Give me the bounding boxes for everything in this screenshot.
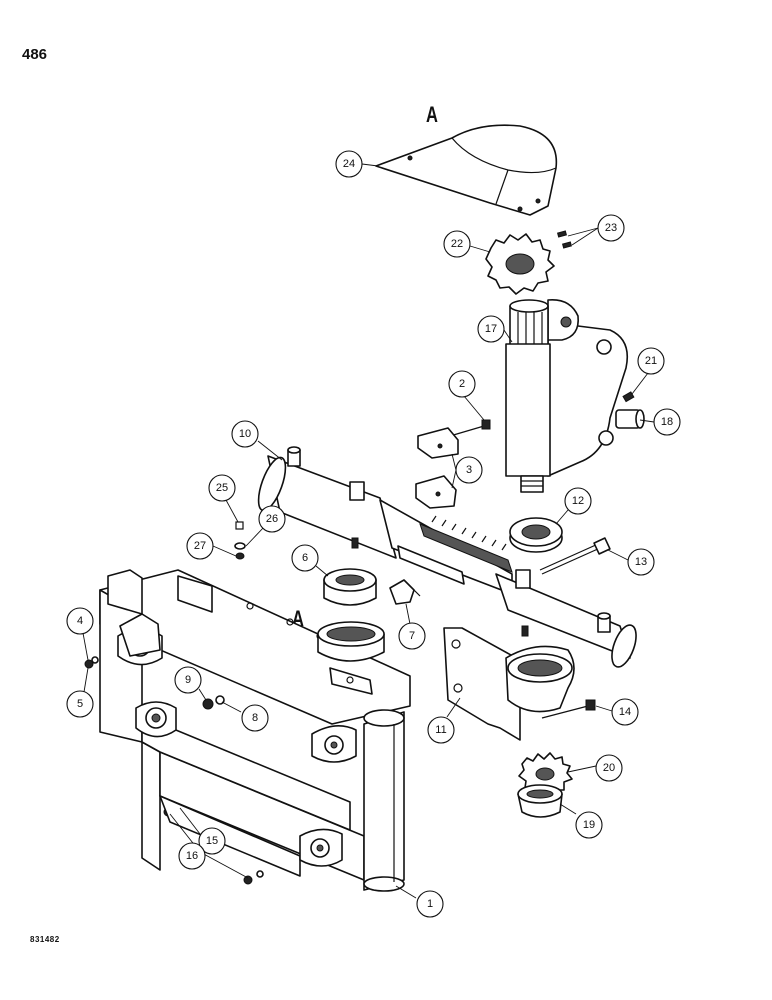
callout-3-label: 3 [466, 464, 472, 476]
callout-23: 23 [597, 214, 625, 242]
callout-14: 14 [611, 698, 639, 726]
callout-4-label: 4 [77, 615, 83, 627]
axle-frame-part [99, 569, 411, 892]
callout-27: 27 [186, 532, 214, 560]
callout-2: 2 [448, 370, 476, 398]
callout-5: 5 [66, 690, 94, 718]
callout-8: 8 [241, 704, 269, 732]
long-bolt-part [539, 537, 611, 575]
callout-24: 24 [335, 150, 363, 178]
cover-plate-part [375, 124, 558, 216]
nut-washer-mid-part [202, 695, 225, 710]
page-number: 486 [22, 46, 48, 63]
bearing-cup-part [323, 568, 377, 606]
callout-11-label: 11 [435, 724, 446, 736]
callout-11: 11 [427, 716, 455, 744]
callout-19-label: 19 [583, 819, 595, 831]
bracket-bolt-part [541, 699, 596, 719]
callout-4: 4 [66, 607, 94, 635]
callout-22: 22 [443, 230, 471, 258]
mounting-bracket-part [443, 627, 575, 741]
callout-27-label: 27 [194, 540, 206, 552]
clamp-lower-part [415, 475, 457, 509]
callout-25: 25 [208, 474, 236, 502]
callout-18-label: 18 [661, 416, 673, 428]
small-fittings-part [234, 521, 246, 560]
callout-1-label: 1 [427, 898, 433, 910]
upper-bearing-ring-part [317, 621, 385, 662]
callout-19: 19 [575, 811, 603, 839]
bushing-part [615, 409, 645, 429]
callout-13: 13 [627, 548, 655, 576]
pivot-shaft-part [505, 299, 629, 493]
hydraulic-fitting-part [389, 579, 421, 605]
callout-16-label: 16 [186, 850, 198, 862]
callout-15-label: 15 [206, 835, 218, 847]
callout-15: 15 [198, 827, 226, 855]
callout-10: 10 [231, 420, 259, 448]
callout-23-label: 23 [605, 222, 617, 234]
callout-21-label: 21 [645, 355, 657, 367]
callout-17: 17 [477, 315, 505, 343]
callout-13-label: 13 [635, 556, 647, 568]
leader-lines [82, 163, 655, 899]
grease-fitting-part [622, 391, 635, 403]
clamp-upper-part [417, 427, 459, 459]
callout-7-label: 7 [409, 630, 415, 642]
callout-9: 9 [174, 666, 202, 694]
callout-12-label: 12 [572, 495, 584, 507]
callout-8-label: 8 [252, 712, 258, 724]
callout-24-label: 24 [343, 158, 355, 170]
callout-6-label: 6 [302, 552, 308, 564]
section-label-a-top: A [425, 102, 438, 127]
callout-9-label: 9 [185, 674, 191, 686]
callout-20-label: 20 [603, 762, 615, 774]
callout-20: 20 [595, 754, 623, 782]
set-screws-part [557, 230, 572, 249]
ring-part [517, 784, 563, 818]
nut-washer-left-part [84, 656, 99, 669]
callout-17-label: 17 [485, 323, 497, 335]
callout-3: 3 [455, 456, 483, 484]
drawing-id: 831482 [30, 935, 60, 944]
steering-cylinder-part [257, 446, 637, 668]
section-label-a-mid: A [291, 606, 304, 631]
callout-1: 1 [416, 890, 444, 918]
callout-6: 6 [291, 544, 319, 572]
bolt-part [449, 419, 491, 437]
seal-part [509, 517, 563, 553]
callout-22-label: 22 [451, 238, 463, 250]
callout-12: 12 [564, 487, 592, 515]
callout-14-label: 14 [619, 706, 631, 718]
callout-16: 16 [178, 842, 206, 870]
callout-26-label: 26 [266, 513, 278, 525]
callout-18: 18 [653, 408, 681, 436]
callout-21: 21 [637, 347, 665, 375]
callout-10-label: 10 [239, 428, 251, 440]
callout-25-label: 25 [216, 482, 228, 494]
gear-part [485, 233, 555, 295]
callout-26: 26 [258, 505, 286, 533]
callout-2-label: 2 [459, 378, 465, 390]
callout-7: 7 [398, 622, 426, 650]
callout-5-label: 5 [77, 698, 83, 710]
